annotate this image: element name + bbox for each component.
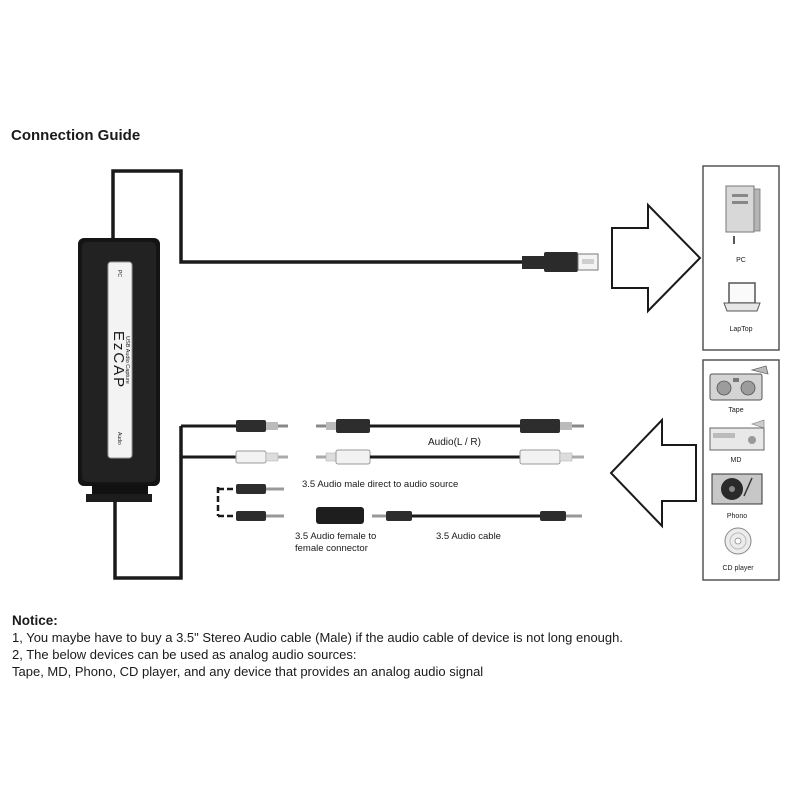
tape-label: Tape bbox=[728, 407, 743, 414]
jack-plug bbox=[236, 484, 284, 494]
rca-plug bbox=[236, 420, 288, 432]
device-port-audio-label: Audio bbox=[116, 432, 122, 445]
usb-cable bbox=[111, 169, 524, 264]
notice-line-2: 2, The below devices can be used as anal… bbox=[12, 647, 357, 662]
page-title: Connection Guide bbox=[11, 127, 140, 144]
female-adapter bbox=[316, 507, 364, 524]
md-icon bbox=[709, 419, 765, 451]
notice-line-1: 1, You maybe have to buy a 3.5" Stereo A… bbox=[12, 630, 623, 645]
jack-plug bbox=[236, 511, 284, 521]
notice-line-3: Tape, MD, Phono, CD player, and any devi… bbox=[12, 664, 484, 679]
arrow-left bbox=[609, 417, 697, 529]
cable-label: 3.5 Audio cable bbox=[436, 531, 501, 542]
arrow-right bbox=[611, 202, 702, 314]
rca-plug-white bbox=[316, 449, 371, 465]
notice-title: Notice: bbox=[12, 613, 58, 628]
rca-plug-white bbox=[235, 450, 288, 464]
pc-tower-icon bbox=[725, 185, 761, 244]
adapter-label-line1: 3.5 Audio female to bbox=[295, 531, 376, 542]
phono-label: Phono bbox=[727, 513, 747, 520]
laptop-label: LapTop bbox=[730, 326, 753, 333]
tape-icon bbox=[709, 365, 769, 401]
branch-wire-dashed bbox=[216, 487, 236, 518]
phono-turntable-icon bbox=[711, 473, 763, 505]
ezcap-device: EzCAP USB Audio Capture PC Audio bbox=[78, 238, 160, 502]
direct-connection-label: 3.5 Audio male direct to audio source bbox=[302, 479, 458, 490]
cd-player-label: CD player bbox=[722, 565, 754, 572]
cd-player-icon bbox=[724, 527, 752, 555]
audio-out-cable bbox=[113, 426, 183, 580]
jack-plug bbox=[372, 511, 412, 521]
notice-section: Notice: 1, You maybe have to buy a 3.5" … bbox=[12, 612, 792, 680]
pc-label: PC bbox=[736, 257, 746, 264]
device-port-pc-label: PC bbox=[116, 270, 122, 277]
usb-plug bbox=[522, 252, 599, 272]
device-brand: EzCAP bbox=[110, 331, 127, 389]
laptop-icon bbox=[723, 282, 761, 312]
rca-plug bbox=[316, 419, 370, 433]
rca-plug bbox=[520, 419, 584, 433]
device-subtitle: USB Audio Capture bbox=[124, 336, 130, 384]
rca-plug-white bbox=[519, 449, 584, 465]
md-label: MD bbox=[731, 457, 742, 464]
jack-plug bbox=[540, 511, 582, 521]
rca-audio-label: Audio(L / R) bbox=[428, 437, 481, 448]
adapter-label-line2: female connector bbox=[295, 543, 368, 554]
